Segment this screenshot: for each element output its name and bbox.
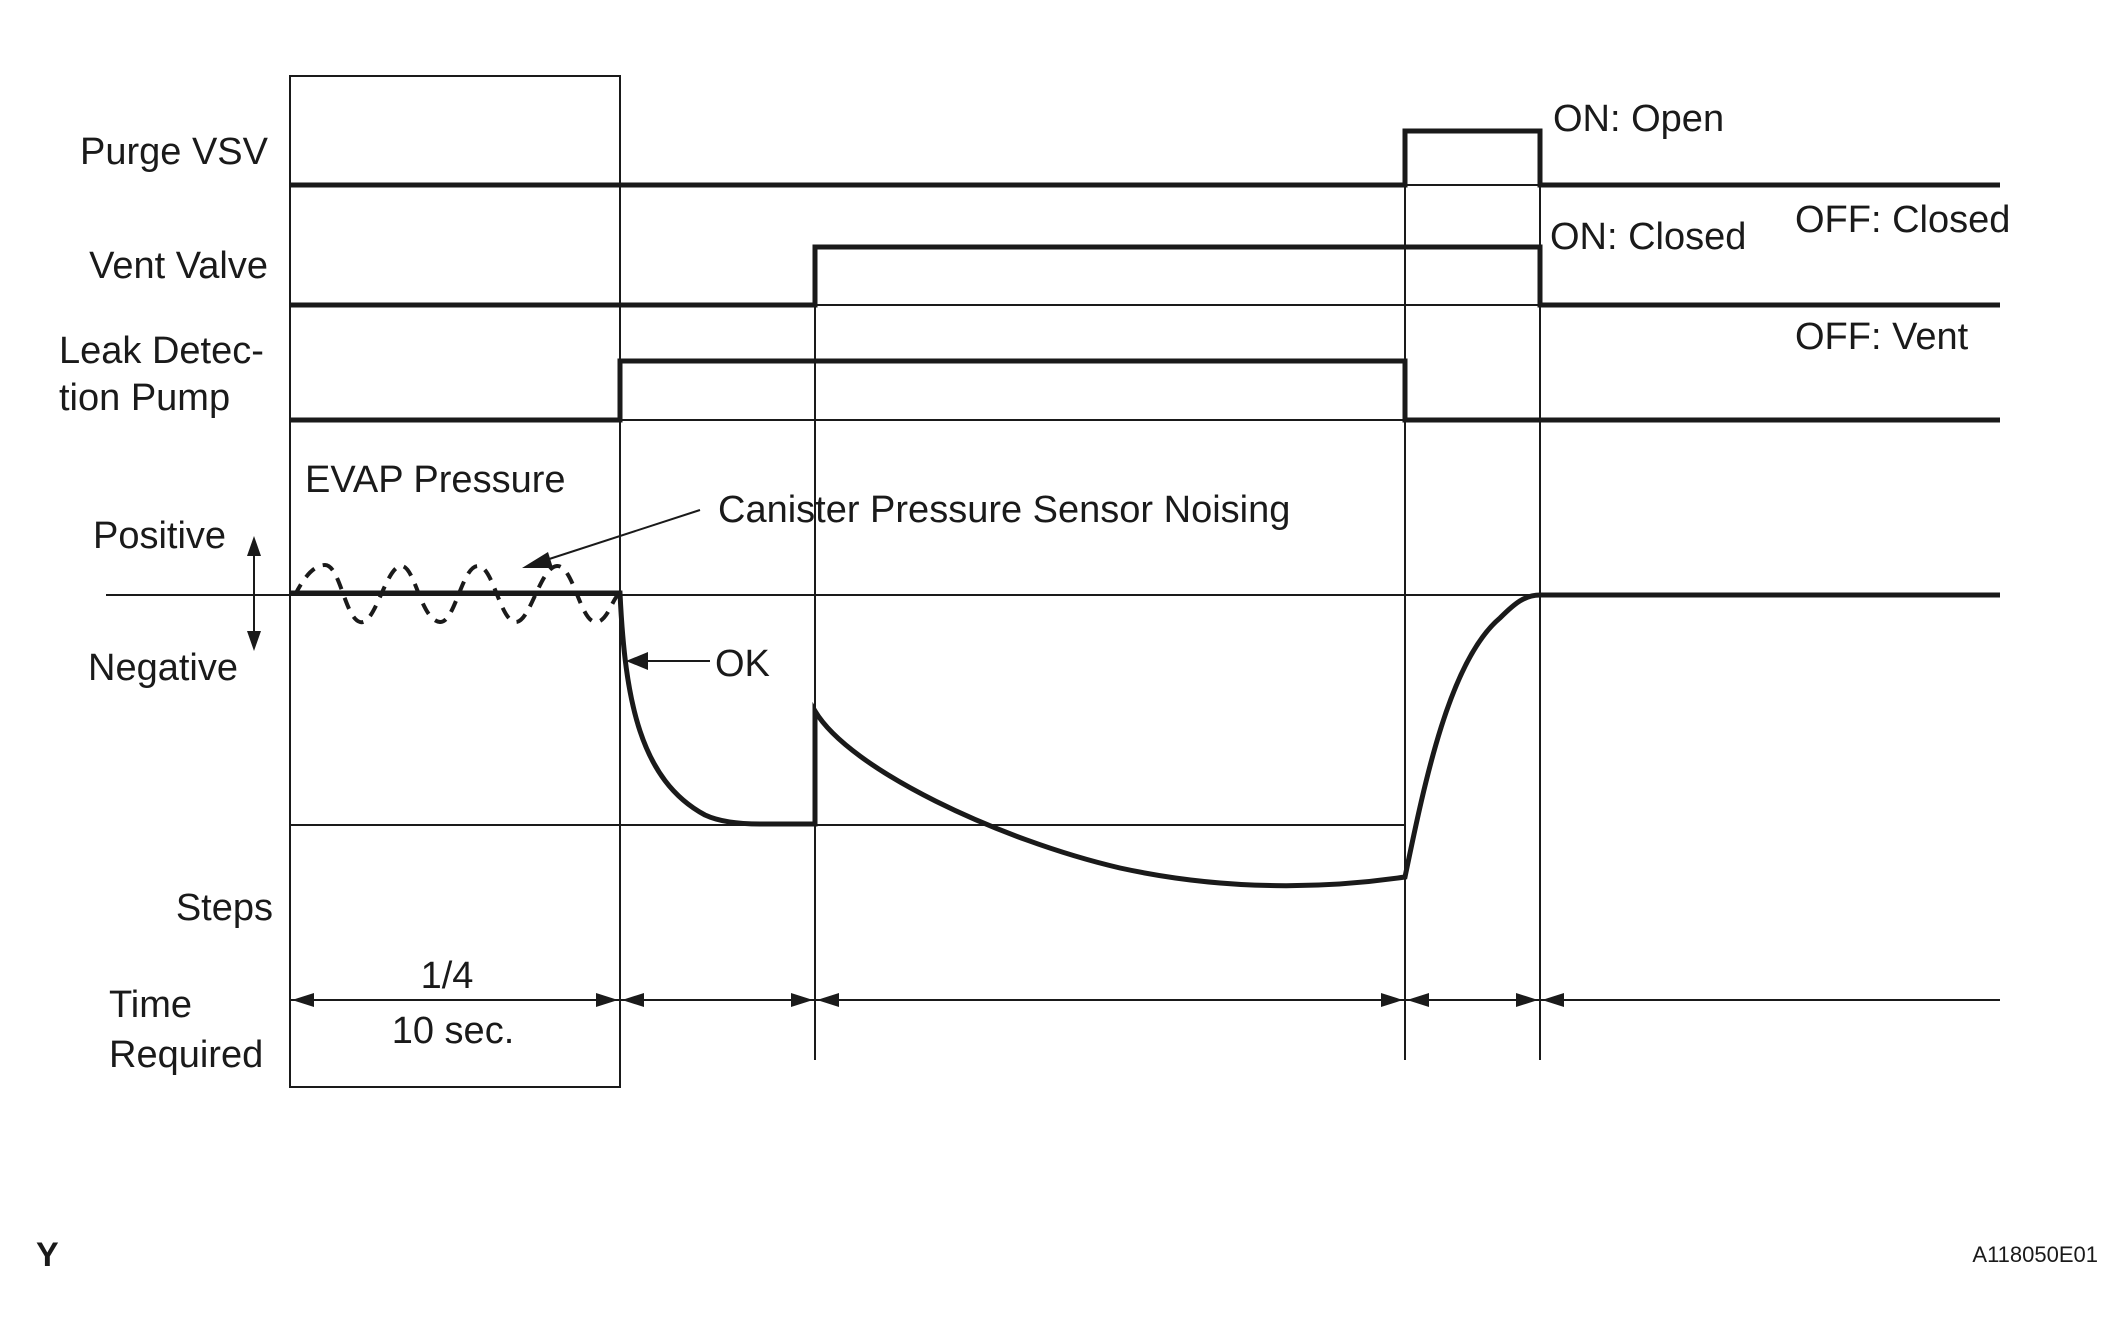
figure-code: A118050E01 [1972, 1242, 2098, 1267]
vent-valve-off-state: OFF: Vent [1795, 316, 1969, 358]
purge-vsv-off-state: OFF: Closed [1795, 199, 2010, 241]
time-required-label-line2: Required [109, 1034, 263, 1076]
vent-valve-on-state: ON: Closed [1550, 216, 1746, 258]
purge-vsv-signal [290, 128, 2000, 188]
noise-annotation: Canister Pressure Sensor Noising [718, 489, 1290, 531]
evap-pressure-title: EVAP Pressure [305, 459, 566, 501]
noise-annotation-leader [522, 509, 701, 568]
vent-valve-signal [290, 244, 2000, 308]
polarity-arrow [247, 536, 261, 651]
leak-detection-pump-label-line2: tion Pump [59, 377, 230, 419]
time-dimension-arrows [290, 993, 2000, 1007]
positive-label: Positive [93, 515, 226, 557]
first-step-duration: 10 sec. [392, 1010, 515, 1052]
ok-annotation-leader [626, 652, 710, 670]
time-required-label-line1: Time [109, 984, 192, 1026]
purge-vsv-label: Purge VSV [80, 131, 269, 173]
leak-detection-pump-signal [290, 358, 2000, 423]
evap-pressure-curve [290, 590, 2000, 889]
leak-detection-pump-label-line1: Leak Detec- [59, 330, 264, 372]
negative-label: Negative [88, 647, 238, 689]
step-one-box [289, 75, 621, 1088]
vent-valve-label: Vent Valve [89, 245, 268, 287]
purge-vsv-on-state: ON: Open [1553, 98, 1724, 140]
ok-annotation: OK [715, 643, 770, 685]
corner-mark: Y [36, 1236, 59, 1274]
first-step-label: 1/4 [421, 955, 474, 997]
sensor-noise-wave [293, 562, 620, 624]
steps-label: Steps [176, 887, 273, 929]
